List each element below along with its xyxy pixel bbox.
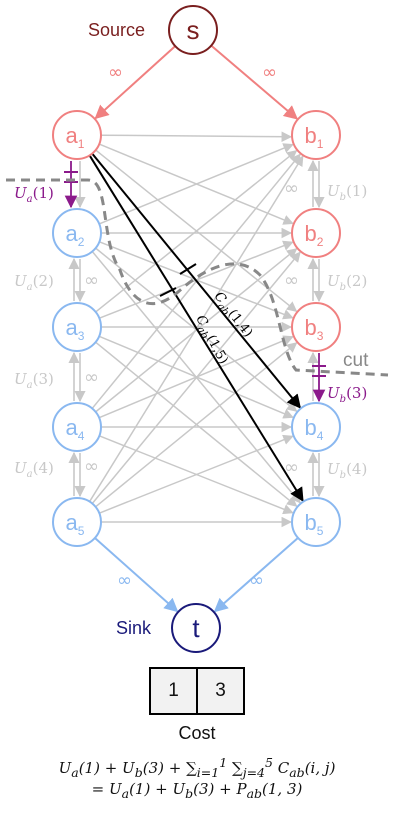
source-to-b1: [210, 44, 299, 120]
node-b4-circle: [291, 402, 341, 452]
a5-to-sink: [94, 537, 179, 613]
right-unary-label-2: Ub(2): [327, 272, 367, 293]
node-b3-circle: [291, 302, 341, 352]
cut-tick-a1b5: [159, 287, 177, 297]
source-node-circle: [168, 5, 218, 55]
pairwise-cut-edge-a1-b4: [91, 152, 302, 409]
right-unary-label-3: Ub(3): [327, 384, 367, 405]
node-b5-label: b5: [305, 510, 324, 538]
node-a5-circle: [52, 497, 102, 547]
node-b4-label: b4: [305, 415, 324, 443]
pairwise-edge-a2-b1: [98, 143, 294, 225]
left-chain-infinity-2: ∞: [84, 270, 99, 291]
b5-to-sink: [213, 537, 299, 613]
pairwise-edge-a5-b3: [95, 342, 298, 508]
node-a1-label: a1: [66, 123, 85, 151]
left-chain-infinity-4: ∞: [84, 456, 99, 477]
source-b1-capacity: ∞: [262, 62, 277, 83]
cost-cell-a: 1: [168, 680, 179, 701]
cut-tick-a1b4: [179, 263, 197, 275]
cost-cell-b: 3: [196, 669, 243, 713]
cost-table: 1 3: [149, 667, 245, 715]
pairwise-edge-a5-b4: [99, 434, 294, 514]
source-caption: Source: [88, 20, 145, 40]
right-unary-label-1: Ub(1): [327, 182, 367, 203]
source-to-a1: [94, 45, 176, 120]
node-b5-circle: [291, 497, 341, 547]
b5-sink-capacity: ∞: [249, 570, 264, 591]
left-chain-infinity-3: ∞: [84, 367, 99, 388]
node-b2-circle: [291, 208, 341, 258]
node-b3-label: b3: [305, 315, 324, 343]
right-unary-label-4: Ub(4): [327, 460, 367, 481]
left-unary-label-4: Ua(4): [14, 459, 54, 480]
node-a3-circle: [52, 302, 102, 352]
sink-node-letter: t: [192, 613, 200, 643]
left-unary-label-1: Ua(1): [14, 184, 54, 205]
cost-title: Cost: [178, 723, 216, 743]
node-b2-label: b2: [305, 221, 324, 249]
cost-formula-line2: = Ua(1) + Ub(3) + Pab(1, 3): [91, 780, 303, 801]
right-chain-infinity-4: ∞: [284, 457, 299, 478]
node-a1-circle: [52, 110, 102, 160]
node-a4-circle: [52, 402, 102, 452]
pairwise-label-a1-b5: Cab(1,5): [190, 313, 231, 368]
a5-sink-capacity: ∞: [117, 570, 132, 591]
node-a5-label: a5: [66, 510, 85, 538]
right-chain-infinity-1: ∞: [284, 178, 299, 199]
node-a3-label: a3: [66, 315, 85, 343]
node-a4-label: a4: [66, 415, 85, 443]
node-b1-label: b1: [305, 123, 324, 151]
left-unary-label-2: Ua(2): [14, 272, 54, 293]
source-a1-capacity: ∞: [108, 62, 123, 83]
right-chain-infinity-2: ∞: [284, 270, 299, 291]
pairwise-cut-edge-a1-b5: [88, 154, 304, 502]
sink-node-circle: [171, 603, 221, 653]
cut-curve: [6, 178, 389, 377]
left-unary-label-3: Ua(3): [14, 370, 54, 391]
node-a2-label: a2: [66, 221, 85, 249]
pairwise-edge-a3-b1: [95, 149, 298, 313]
source-node-letter: s: [187, 15, 200, 45]
node-b1-circle: [291, 110, 341, 160]
pairwise-edge-a5-b2: [91, 251, 301, 504]
sink-caption: Sink: [116, 618, 152, 638]
cut-label: cut: [343, 350, 369, 371]
cost-formula-line1: Ua(1) + Ub(3) + ∑i=11 ∑j=45 Cab(i, j): [58, 755, 336, 780]
node-a2-circle: [52, 208, 102, 258]
pairwise-edge-a1-b1: [100, 131, 293, 142]
